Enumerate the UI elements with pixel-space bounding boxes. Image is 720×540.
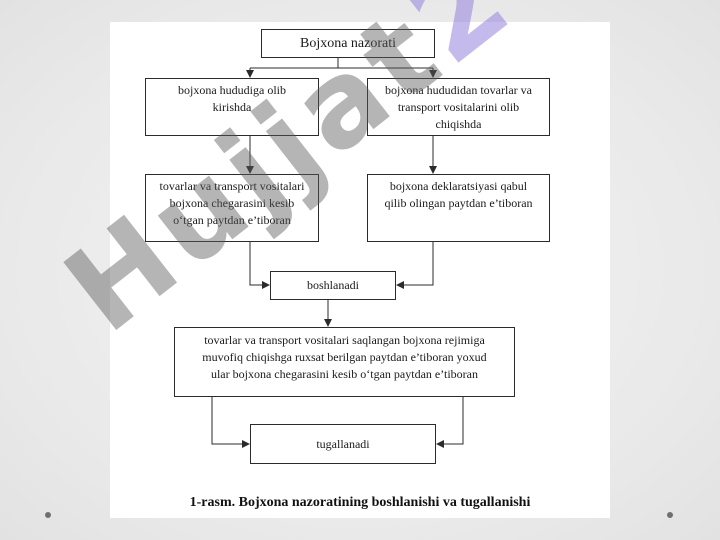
right-nav-dot[interactable]: [667, 512, 673, 518]
entry-box: bojxona hududiga olib kirishda: [145, 78, 319, 136]
figure-caption: 1-rasm. Bojxona nazoratining boshlanishi…: [189, 495, 531, 510]
entry-condition-box: tovarlar va transport vositalari bojxona…: [145, 174, 319, 242]
end-condition-box: tovarlar va transport vositalari saqlang…: [174, 327, 515, 397]
exit-box: bojxona hududidan tovarlar va transport …: [367, 78, 550, 136]
left-nav-dot[interactable]: [45, 512, 51, 518]
start-box: boshlanadi: [270, 271, 396, 300]
end-box: tugallanadi: [250, 424, 436, 464]
exit-condition-box: bojxona deklaratsiyasi qabul qilib oling…: [367, 174, 550, 242]
title-box: Bojxona nazorati: [261, 29, 435, 58]
